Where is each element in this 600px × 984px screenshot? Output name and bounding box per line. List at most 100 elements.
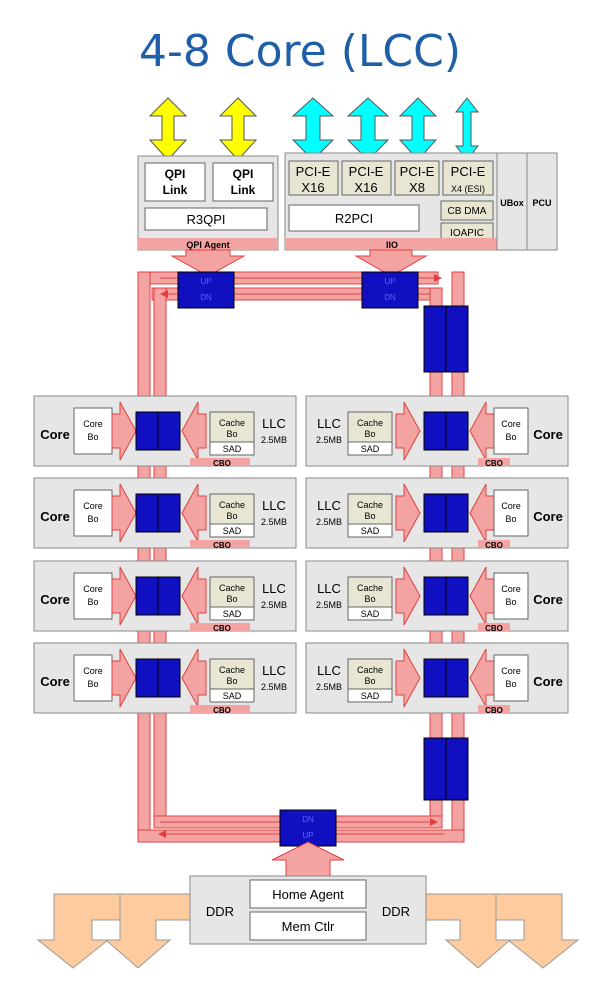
core-bo-label: Bo — [87, 679, 98, 689]
core-bo-box — [73, 407, 113, 455]
sad-box — [347, 441, 393, 456]
idi-arrow — [469, 483, 495, 543]
idi-arrow — [469, 566, 495, 626]
llc-label: LLC — [317, 581, 341, 596]
cache-bo-label: Cache — [357, 665, 383, 675]
llc-size-label: 2.5MB — [261, 600, 287, 610]
llc-label: LLC — [262, 498, 286, 513]
ring-stop — [445, 411, 469, 451]
ubox-label: UBox — [500, 198, 524, 208]
cache-bo-label: Bo — [364, 594, 375, 604]
cache-bo-box — [347, 493, 393, 525]
ddr-right-label: DDR — [382, 904, 410, 919]
qpi-link-label: Link — [163, 183, 188, 197]
core-label: Core — [533, 509, 563, 524]
idi-arrow — [469, 648, 495, 708]
core-bo-box — [73, 572, 113, 620]
llc-size-label: 2.5MB — [316, 517, 342, 527]
svg-text:UP: UP — [384, 277, 395, 286]
ring-stop-iio: UP DN — [361, 271, 419, 309]
llc-label: LLC — [262, 581, 286, 596]
cbo-bar — [478, 705, 510, 713]
ddr-left-label: DDR — [206, 904, 234, 919]
idi-qpii-arrow — [181, 483, 207, 543]
core-bo-box — [73, 489, 113, 537]
cbo-label: CBO — [213, 541, 231, 550]
ring-stop — [135, 576, 159, 616]
core-bo-label: Bo — [505, 432, 516, 442]
llc-label: LLC — [262, 663, 286, 678]
pcie-label: X16 — [301, 180, 324, 195]
llc-label: LLC — [262, 416, 286, 431]
core-bo-label: Bo — [87, 597, 98, 607]
sad-box — [347, 688, 393, 703]
llc-size-label: 2.5MB — [261, 435, 287, 445]
pcie-arrow — [291, 97, 335, 161]
core-label: Core — [533, 674, 563, 689]
cache-bo-label: Bo — [364, 429, 375, 439]
ddr-arrow — [104, 893, 191, 969]
llc-label: LLC — [317, 498, 341, 513]
iio-label: IIO — [386, 240, 398, 250]
cache-bo-label: Cache — [219, 418, 245, 428]
cache-bo-label: Bo — [226, 429, 237, 439]
qpi-link-label: Link — [231, 183, 256, 197]
ring-bus — [137, 271, 465, 843]
svg-text:DN: DN — [384, 293, 396, 302]
cbo-bar — [478, 623, 510, 631]
pcie-arrow — [398, 97, 438, 161]
llc-size-label: 2.5MB — [261, 682, 287, 692]
ring-stop-right-bottom — [423, 737, 447, 801]
sad-label: SAD — [223, 691, 242, 701]
ddr-arrow — [425, 893, 512, 969]
memory-ring-connector — [271, 841, 345, 877]
pcie-arrow — [346, 97, 390, 161]
cbo-label: CBO — [213, 624, 231, 633]
core-bo-box — [493, 654, 529, 702]
pcu-label: PCU — [532, 198, 551, 208]
core-bo-box — [493, 489, 529, 537]
pcie-label: PCI-E — [451, 164, 486, 179]
sad-label: SAD — [361, 609, 380, 619]
ring-stop — [157, 658, 181, 698]
idi-qpii-arrow — [395, 401, 421, 461]
idi-arrow — [111, 483, 137, 543]
qpi-link-arrow — [218, 97, 258, 161]
ring-stop — [423, 658, 447, 698]
qpi-agent-block: QPI Link QPI Link R3QPI QPI Agent — [137, 97, 279, 251]
cache-bo-box — [209, 411, 255, 443]
ring-stop — [445, 658, 469, 698]
core-bo-label: Bo — [87, 432, 98, 442]
sad-label: SAD — [361, 444, 380, 454]
iio-block: PCI-E X16 PCI-E X16 PCI-E X8 PCI-E X4 (E… — [284, 97, 558, 251]
pcie-label: PCI-E — [400, 164, 435, 179]
core-label: Core — [40, 592, 70, 607]
cbo-label: CBO — [213, 706, 231, 715]
idi-qpii-arrow — [395, 566, 421, 626]
cache-bo-label: Cache — [357, 583, 383, 593]
cbo-bar — [478, 458, 510, 466]
cache-bo-label: Bo — [364, 511, 375, 521]
mem-ctlr-label: Mem Ctlr — [282, 919, 335, 934]
core-bo-label: Core — [83, 419, 103, 429]
sad-box — [209, 688, 255, 703]
llc-size-label: 2.5MB — [316, 600, 342, 610]
llc-label: LLC — [317, 663, 341, 678]
ring-stop-right-bottom — [445, 737, 469, 801]
memory-block: DDR DDR Home Agent Mem Ctlr — [36, 841, 580, 969]
cache-bo-label: Cache — [357, 500, 383, 510]
idi-qpii-arrow — [181, 566, 207, 626]
cbo-label: CBO — [485, 541, 503, 550]
sad-label: SAD — [361, 526, 380, 536]
idi-qpii-arrow — [181, 648, 207, 708]
cbo-label: CBO — [485, 706, 503, 715]
idi-qpii-arrow — [395, 483, 421, 543]
core-bo-label: Core — [83, 584, 103, 594]
ring-stop — [135, 411, 159, 451]
core-bo-box — [493, 407, 529, 455]
pcie-label: X16 — [354, 180, 377, 195]
ring-stop-right-top — [445, 305, 469, 373]
cache-bo-label: Cache — [219, 665, 245, 675]
cbo-label: CBO — [485, 624, 503, 633]
sad-box — [209, 523, 255, 538]
